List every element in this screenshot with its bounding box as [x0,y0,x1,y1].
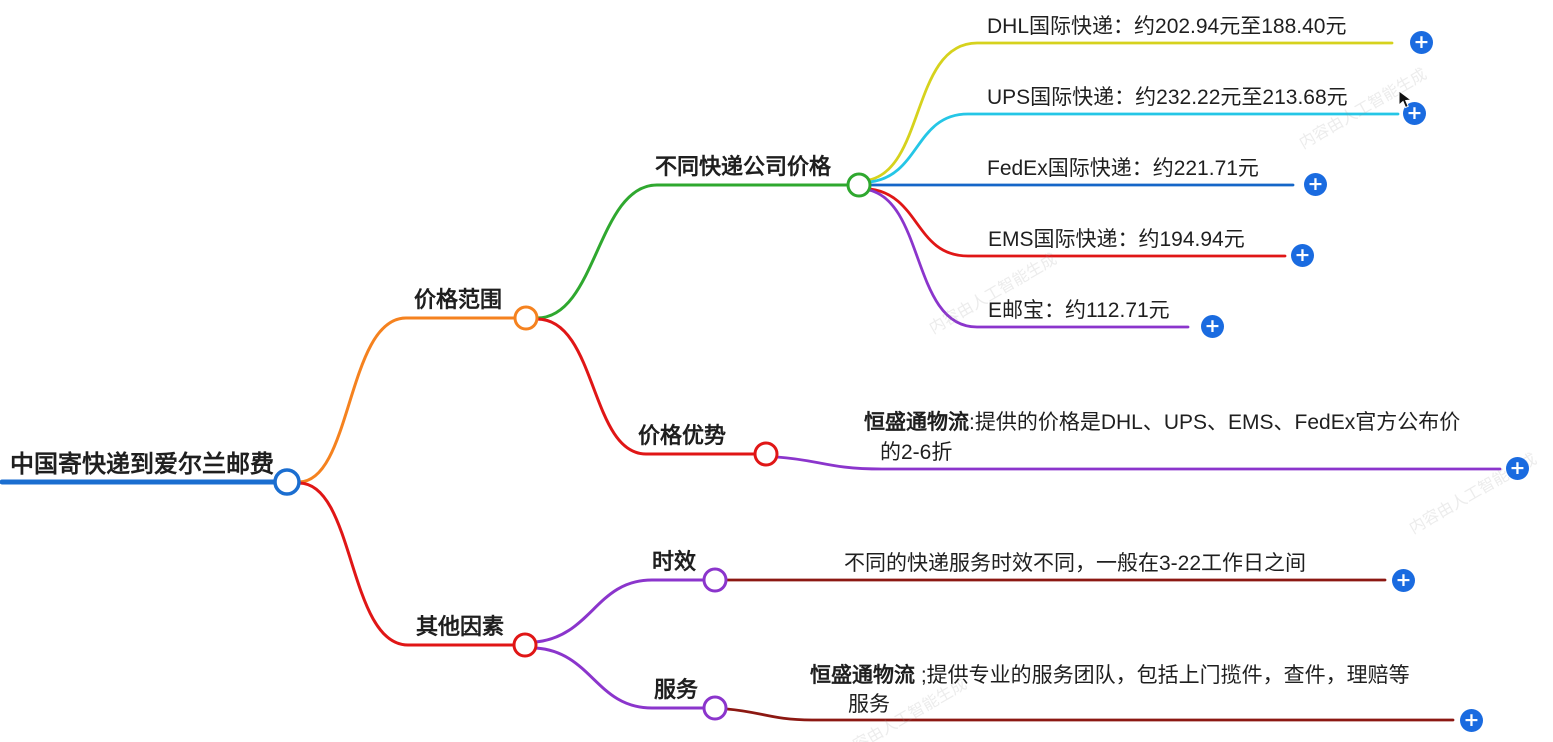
price-range-node-handle[interactable] [513,305,539,331]
leaf-ups-price[interactable]: UPS国际快递：约232.22元至213.68元 [987,86,1348,109]
leaf-price-advantage-note[interactable]: 恒盛通物流:提供的价格是DHL、UPS、EMS、FedEx官方公布价的2-6折 [864,408,1472,468]
company-prices-node-handle[interactable] [846,172,872,198]
timeliness-node-label[interactable]: 时效 [652,549,697,574]
leaf-line-service-note [725,707,1455,722]
expand-button-ems[interactable]: + [1291,244,1314,267]
company-prices-node-label[interactable]: 不同快递公司价格 [655,154,832,179]
root-node-label[interactable]: 中国寄快递到爱尔兰邮费 [10,451,274,478]
root-node-handle[interactable] [273,468,301,496]
timeliness-node-handle[interactable] [702,567,728,593]
price-advantage-node-handle[interactable] [753,441,779,467]
service-node-label[interactable]: 服务 [654,677,699,702]
leaf-line-ups [868,112,1400,184]
branch-line-service [534,646,706,710]
brand-name: 恒盛通物流 [810,664,915,687]
brand-name: 恒盛通物流 [864,411,969,434]
expand-button-epacket[interactable]: + [1201,315,1224,338]
leaf-line-ems [868,187,1287,258]
price-advantage-node-label[interactable]: 价格优势 [638,423,727,448]
leaf-ems-price[interactable]: EMS国际快递：约194.94元 [988,228,1245,251]
expand-button-dhl[interactable]: + [1410,31,1433,54]
mouse-cursor-icon [1398,90,1413,109]
price-range-node-label[interactable]: 价格范围 [414,287,503,312]
branch-line-other-factors [297,481,516,647]
note-text: ;提供专业的服务团队，包括上门揽件，查件，理赔等服务 [848,664,1410,716]
leaf-line-price-advantage-note [775,455,1502,471]
leaf-dhl-price[interactable]: DHL国际快递：约202.94元至188.40元 [987,15,1347,38]
leaf-service-note[interactable]: 恒盛通物流 ;提供专业的服务团队，包括上门揽件，查件，理赔等服务 [810,661,1420,719]
leaf-epacket-price[interactable]: E邮宝：约112.71元 [988,299,1170,322]
branch-line-price-advantage [535,317,757,456]
leaf-line-dhl [867,41,1394,182]
other-factors-node-label[interactable]: 其他因素 [416,614,505,639]
expand-button-timeliness[interactable]: + [1392,569,1415,592]
expand-button-fedex[interactable]: + [1304,173,1327,196]
other-factors-node-handle[interactable] [512,632,538,658]
note-text: :提供的价格是DHL、UPS、EMS、FedEx官方公布价的2-6折 [880,411,1461,464]
expand-button-ups[interactable]: + [1403,102,1426,125]
service-node-handle[interactable] [702,695,728,721]
branch-line-company-prices [535,183,850,320]
expand-button-service[interactable]: + [1460,709,1483,732]
branch-line-timeliness [534,578,706,644]
leaf-timeliness-note[interactable]: 不同的快递服务时效不同，一般在3-22工作日之间 [844,552,1307,575]
leaf-fedex-price[interactable]: FedEx国际快递：约221.71元 [987,157,1259,180]
expand-button-price-advantage[interactable]: + [1506,457,1529,480]
branch-line-price-range [297,316,517,484]
leaf-line-epacket [867,188,1190,329]
